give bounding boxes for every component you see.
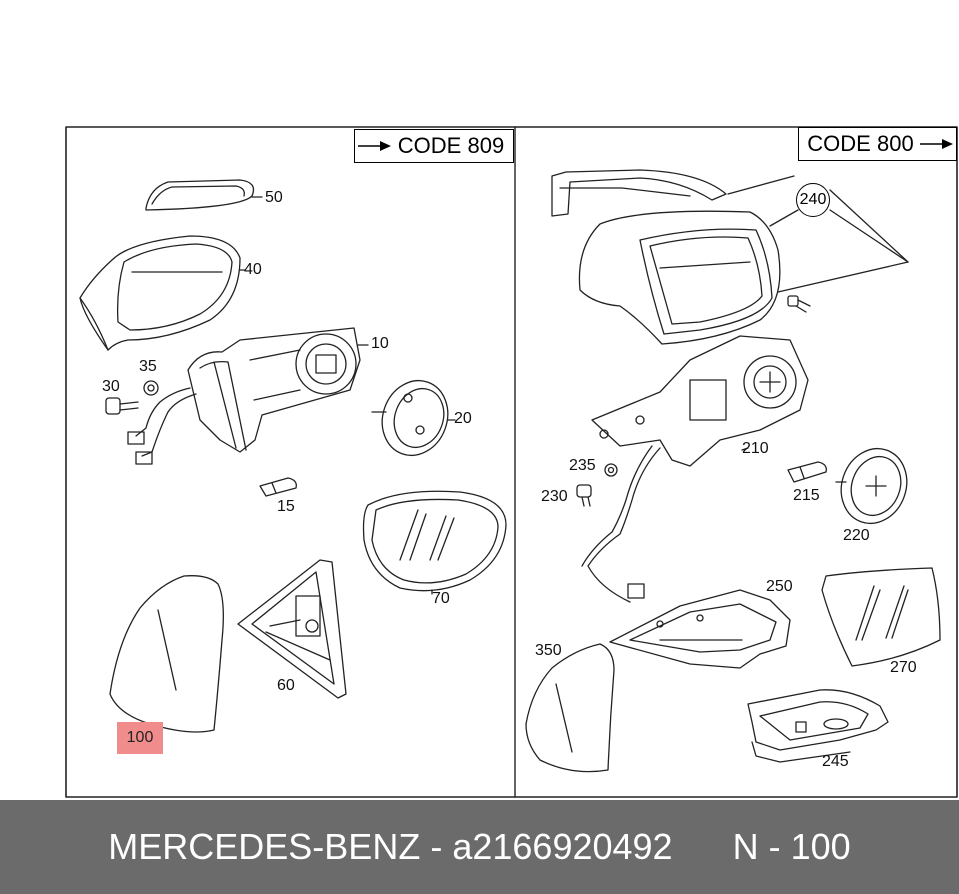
parts-diagram: CODE 809 CODE 800 50 40 10 35 30 20 15 7… bbox=[65, 126, 958, 798]
callout-235: 235 bbox=[569, 457, 596, 474]
callout-230: 230 bbox=[541, 488, 568, 505]
callout-35: 35 bbox=[139, 358, 157, 375]
callout-40: 40 bbox=[244, 261, 262, 278]
callout-210: 210 bbox=[742, 440, 769, 457]
callout-20: 20 bbox=[454, 410, 472, 427]
footer-brand: MERCEDES-BENZ bbox=[108, 826, 421, 867]
highlighted-part-100: 100 bbox=[117, 722, 163, 754]
part-250-drawing bbox=[609, 589, 791, 669]
footer-separator: - bbox=[430, 826, 443, 867]
code-809-label: CODE 809 bbox=[397, 133, 505, 158]
part-235-drawing bbox=[604, 463, 618, 477]
part-210-drawing bbox=[581, 335, 809, 603]
part-40-drawing bbox=[79, 235, 246, 351]
diagram-frame bbox=[65, 126, 958, 798]
callout-70: 70 bbox=[432, 590, 450, 607]
right-screw-drawing bbox=[787, 295, 811, 313]
part-215-drawing bbox=[787, 461, 827, 483]
circled-callout-240: 240 bbox=[796, 183, 830, 217]
callout-250: 250 bbox=[766, 578, 793, 595]
footer-position-separator: - bbox=[768, 826, 781, 867]
code-800-label: CODE 800 bbox=[807, 131, 914, 156]
part-100-drawing bbox=[109, 575, 224, 733]
part-240-drawing bbox=[551, 169, 909, 293]
callout-50: 50 bbox=[265, 189, 283, 206]
part-270-drawing bbox=[821, 567, 941, 667]
diagram-drawing bbox=[65, 126, 958, 798]
part-30-drawing bbox=[105, 397, 139, 415]
code-809-box: CODE 809 bbox=[354, 129, 514, 163]
right-mirror-housing-drawing bbox=[578, 210, 781, 345]
callout-10: 10 bbox=[371, 335, 389, 352]
part-10-drawing bbox=[127, 327, 369, 465]
footer-position-number: 100 bbox=[790, 826, 851, 867]
part-350-drawing bbox=[525, 643, 615, 773]
code-800-box: CODE 800 bbox=[798, 127, 957, 161]
callout-270: 270 bbox=[890, 659, 917, 676]
part-60-drawing bbox=[237, 559, 347, 699]
part-70-drawing bbox=[362, 490, 507, 595]
part-230-drawing bbox=[576, 484, 592, 507]
footer-caption: MERCEDES-BENZ - a2166920492 N - 100 bbox=[0, 800, 959, 894]
part-15-drawing bbox=[259, 477, 297, 497]
callout-245: 245 bbox=[822, 753, 849, 770]
part-50-drawing bbox=[145, 179, 263, 211]
callout-15: 15 bbox=[277, 498, 295, 515]
callout-60: 60 bbox=[277, 677, 295, 694]
footer-position-prefix: N bbox=[732, 826, 759, 867]
callout-30: 30 bbox=[102, 378, 120, 395]
callout-220: 220 bbox=[843, 527, 870, 544]
callout-215: 215 bbox=[793, 487, 820, 504]
part-35-drawing bbox=[143, 380, 159, 396]
arrow-right-icon bbox=[357, 141, 391, 151]
part-245-drawing bbox=[747, 689, 889, 763]
footer-part-number: a2166920492 bbox=[452, 826, 673, 867]
part-220-drawing bbox=[835, 448, 908, 524]
arrow-right-icon bbox=[919, 139, 953, 149]
part-20-drawing bbox=[371, 380, 456, 456]
callout-350: 350 bbox=[535, 642, 562, 659]
